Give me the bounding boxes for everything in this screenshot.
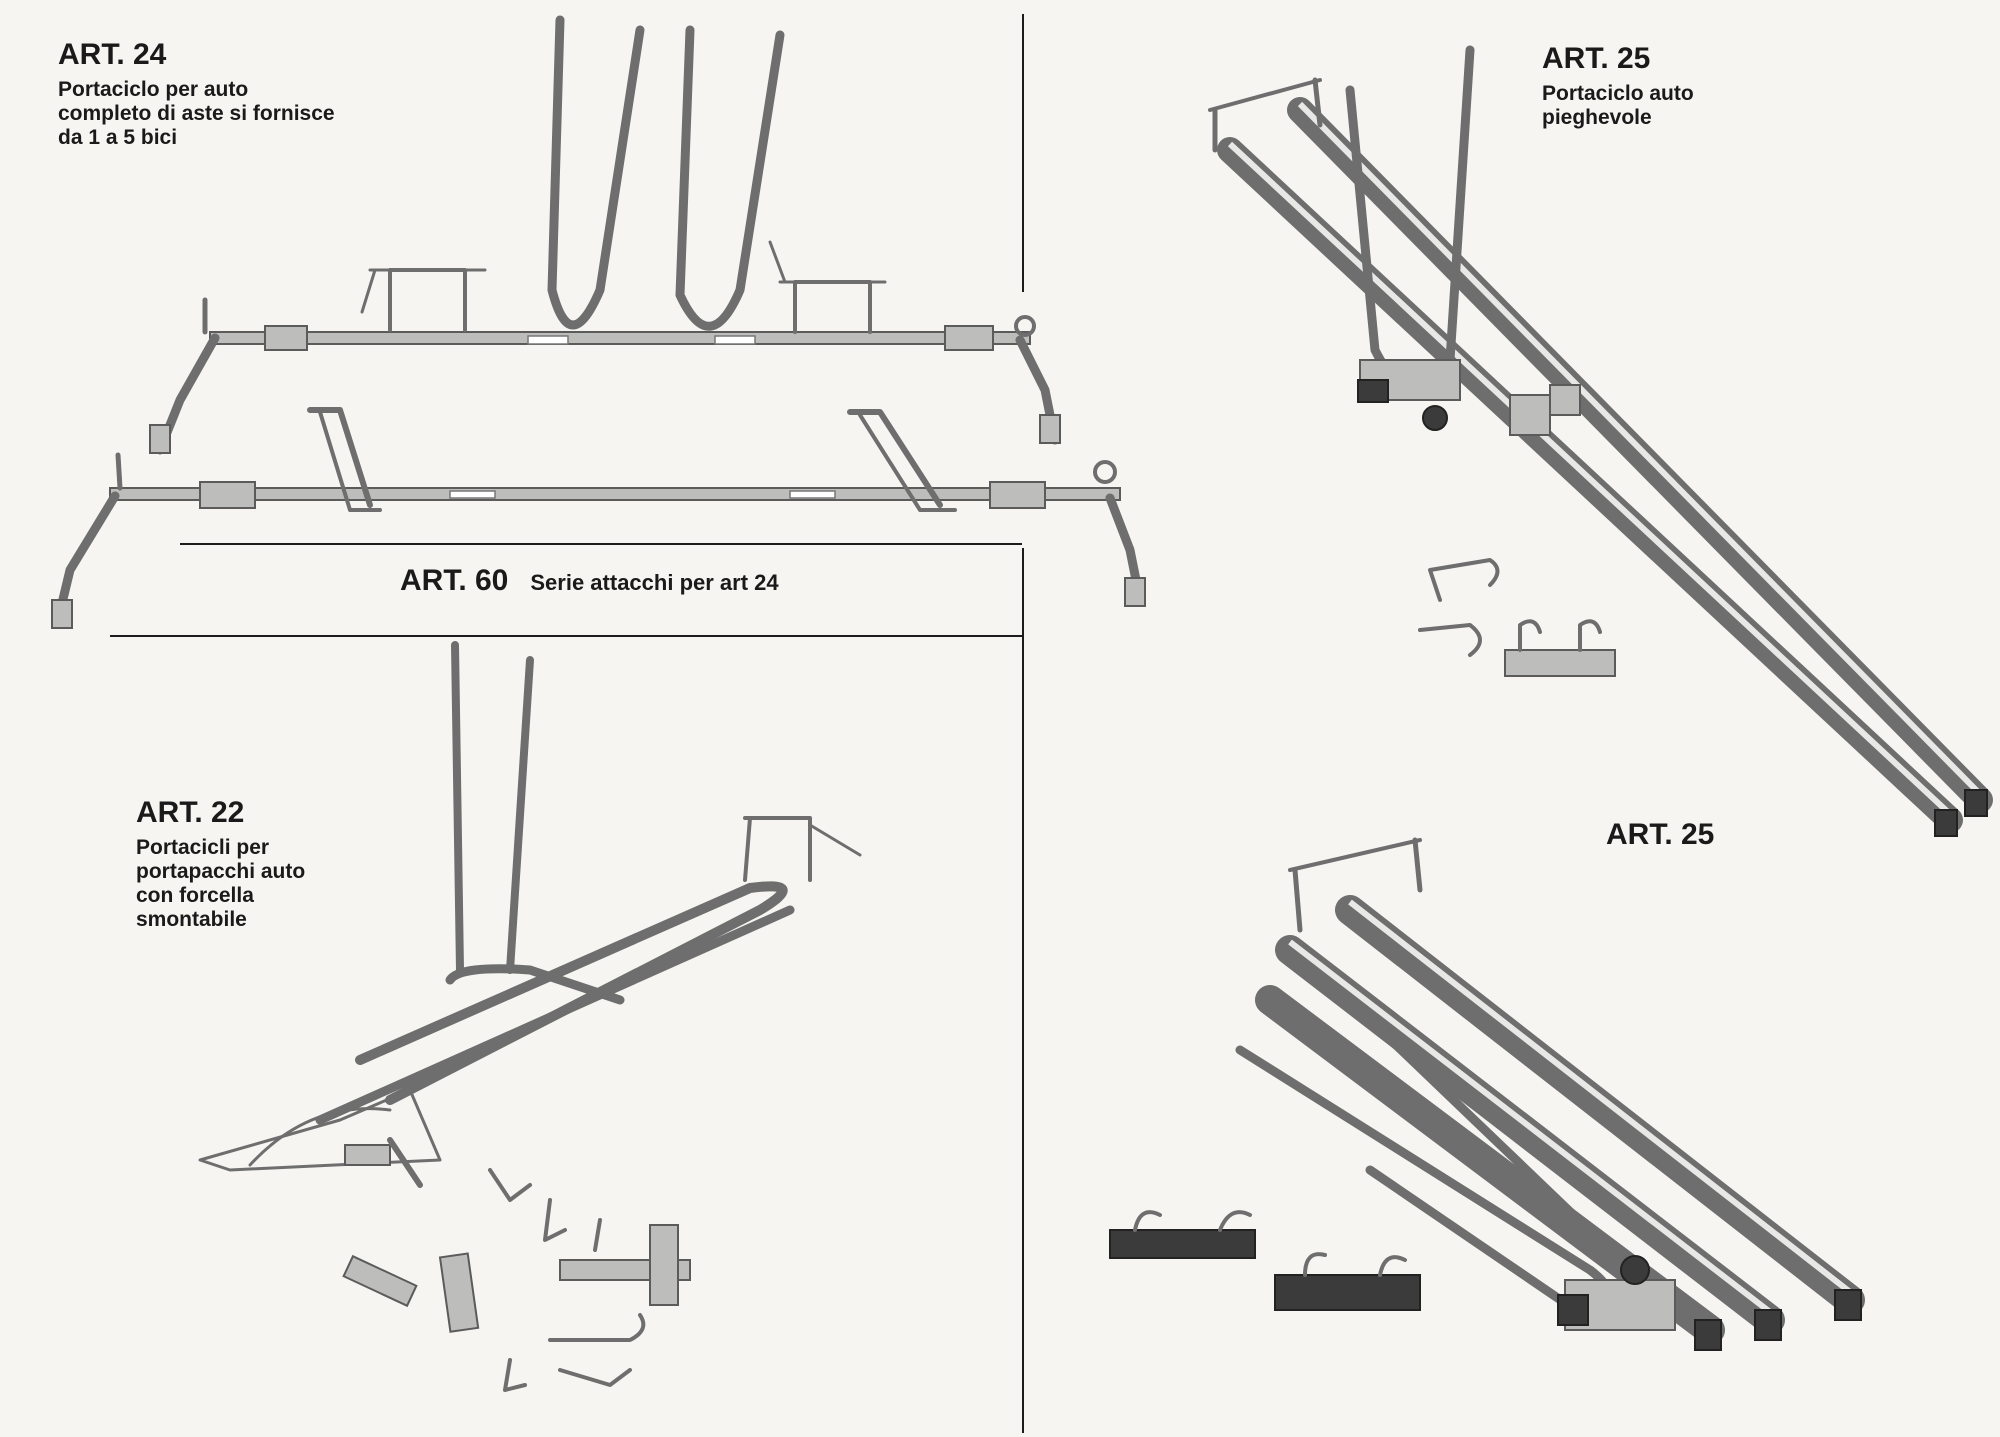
art22-caption: ART. 22 Portacicli per portapacchi auto … [136,796,376,932]
art60-bar-clamps-image [51,407,1146,629]
art60-code: ART. 60 [400,564,509,597]
art22-code: ART. 22 [136,796,245,829]
art24-description: Portaciclo per auto completo di aste si … [58,78,335,149]
art25-folded-carrier-image [1109,837,1865,1351]
art25-bottom-caption: ART. 25 [1606,818,1714,852]
art25-top-code: ART. 25 [1542,42,1651,75]
art24-roof-bar-image [149,15,1061,455]
art25-folding-carrier-image [1208,45,1993,837]
art24-caption: ART. 24 Portaciclo per auto completo di … [58,38,398,150]
vertical-divider [1022,14,1024,292]
art60-underline [180,543,1022,545]
art60-caption: ART. 60 Serie attacchi per art 24 [400,564,779,598]
art60-description: Serie attacchi per art 24 [530,570,779,595]
art22-carrier-image [198,641,862,1392]
art22-description: Portacicli per portapacchi auto con forc… [136,836,306,931]
vertical-divider-lower [1022,548,1024,1433]
art25-top-caption: ART. 25 Portaciclo auto pieghevole [1542,42,1802,130]
art25-bottom-code: ART. 25 [1606,818,1715,851]
art25-top-description: Portaciclo auto pieghevole [1542,82,1694,129]
section-divider [110,635,1024,637]
art24-code: ART. 24 [58,38,167,71]
